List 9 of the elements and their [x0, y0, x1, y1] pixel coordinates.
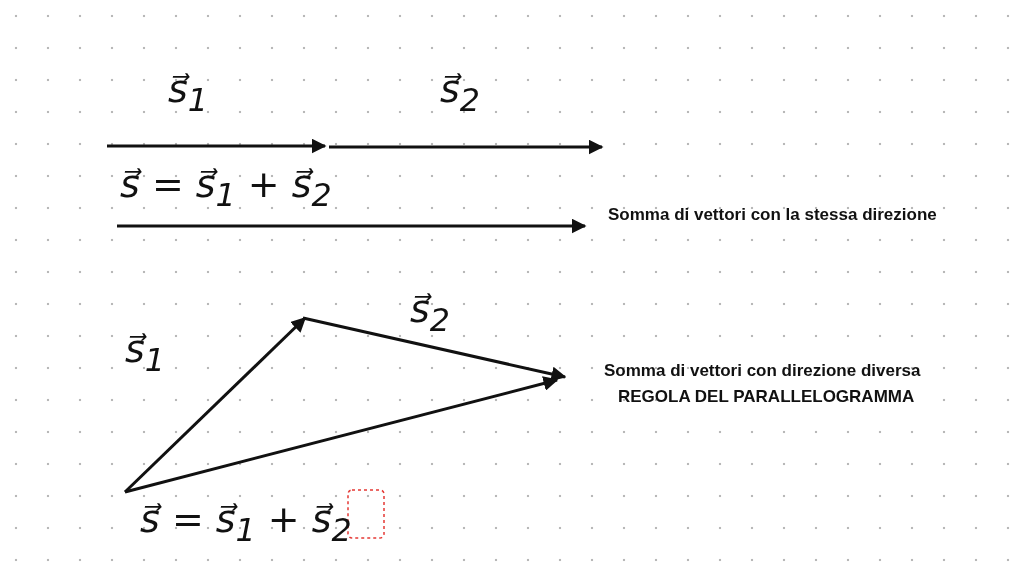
handwritten-label: s⃗$_{2}$: [410, 290, 450, 337]
handwritten-label: s⃗$_{2}$: [440, 70, 480, 117]
handwritten-label: s⃗$_{1}$: [125, 330, 165, 377]
handwritten-label: s⃗$_{1}$: [168, 70, 208, 117]
note-text: Somma di vettori con la stessa direzione: [608, 206, 937, 223]
handwritten-label: s⃗ = s⃗$_{1}$ + s⃗$_{2}$: [140, 500, 352, 547]
note-text: REGOLA DEL PARALLELOGRAMMA: [618, 388, 915, 405]
handwritten-label: s⃗ = s⃗$_{1}$ + s⃗$_{2}$: [120, 165, 332, 212]
note-text: Somma di vettori con direzione diversa: [604, 362, 921, 379]
